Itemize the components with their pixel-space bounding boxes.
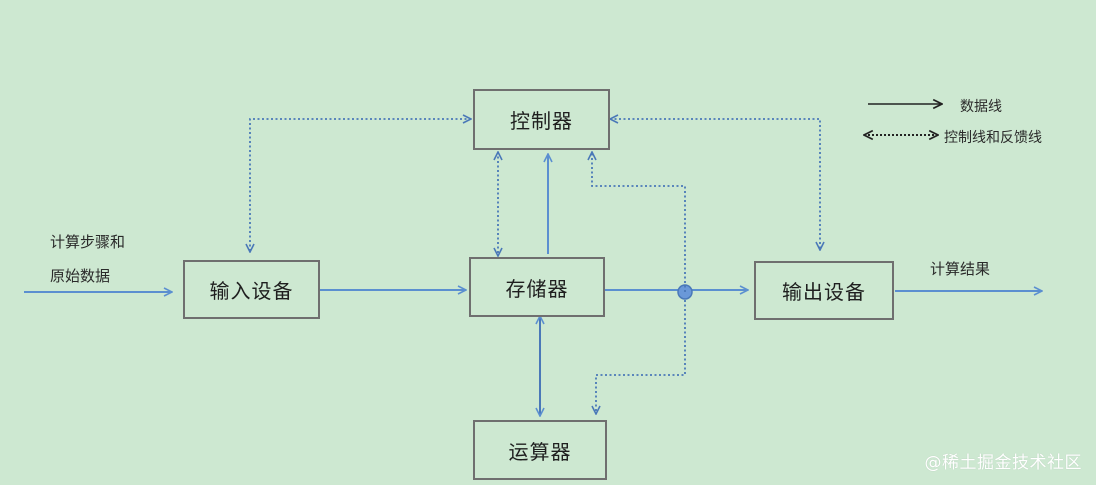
- input-label-line2: 原始数据: [50, 267, 111, 285]
- input-device-box: 输入设备: [183, 260, 320, 319]
- watermark: @稀土掘金技术社区: [924, 453, 1082, 473]
- control-line-junction-alu: [596, 300, 686, 414]
- output-device-box: 输出设备: [754, 261, 894, 320]
- legend-control-line-label: 控制线和反馈线: [944, 130, 1042, 146]
- alu-box: 运算器: [473, 420, 607, 480]
- memory-box: 存储器: [469, 257, 605, 317]
- control-line-controller-input: [250, 119, 471, 252]
- legend-data-line-label: 数据线: [960, 99, 1002, 115]
- feedback-line-junction-controller: [592, 152, 686, 292]
- controller-box: 控制器: [473, 89, 610, 150]
- output-label: 计算结果: [930, 260, 991, 278]
- control-line-controller-output: [610, 119, 820, 250]
- input-label-line1: 计算步骤和: [50, 233, 126, 251]
